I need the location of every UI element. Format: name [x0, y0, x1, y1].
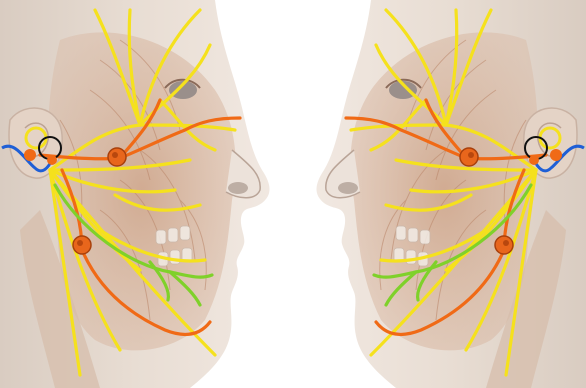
left-profile-view: [0, 0, 270, 388]
right-profile-view: [317, 0, 586, 388]
